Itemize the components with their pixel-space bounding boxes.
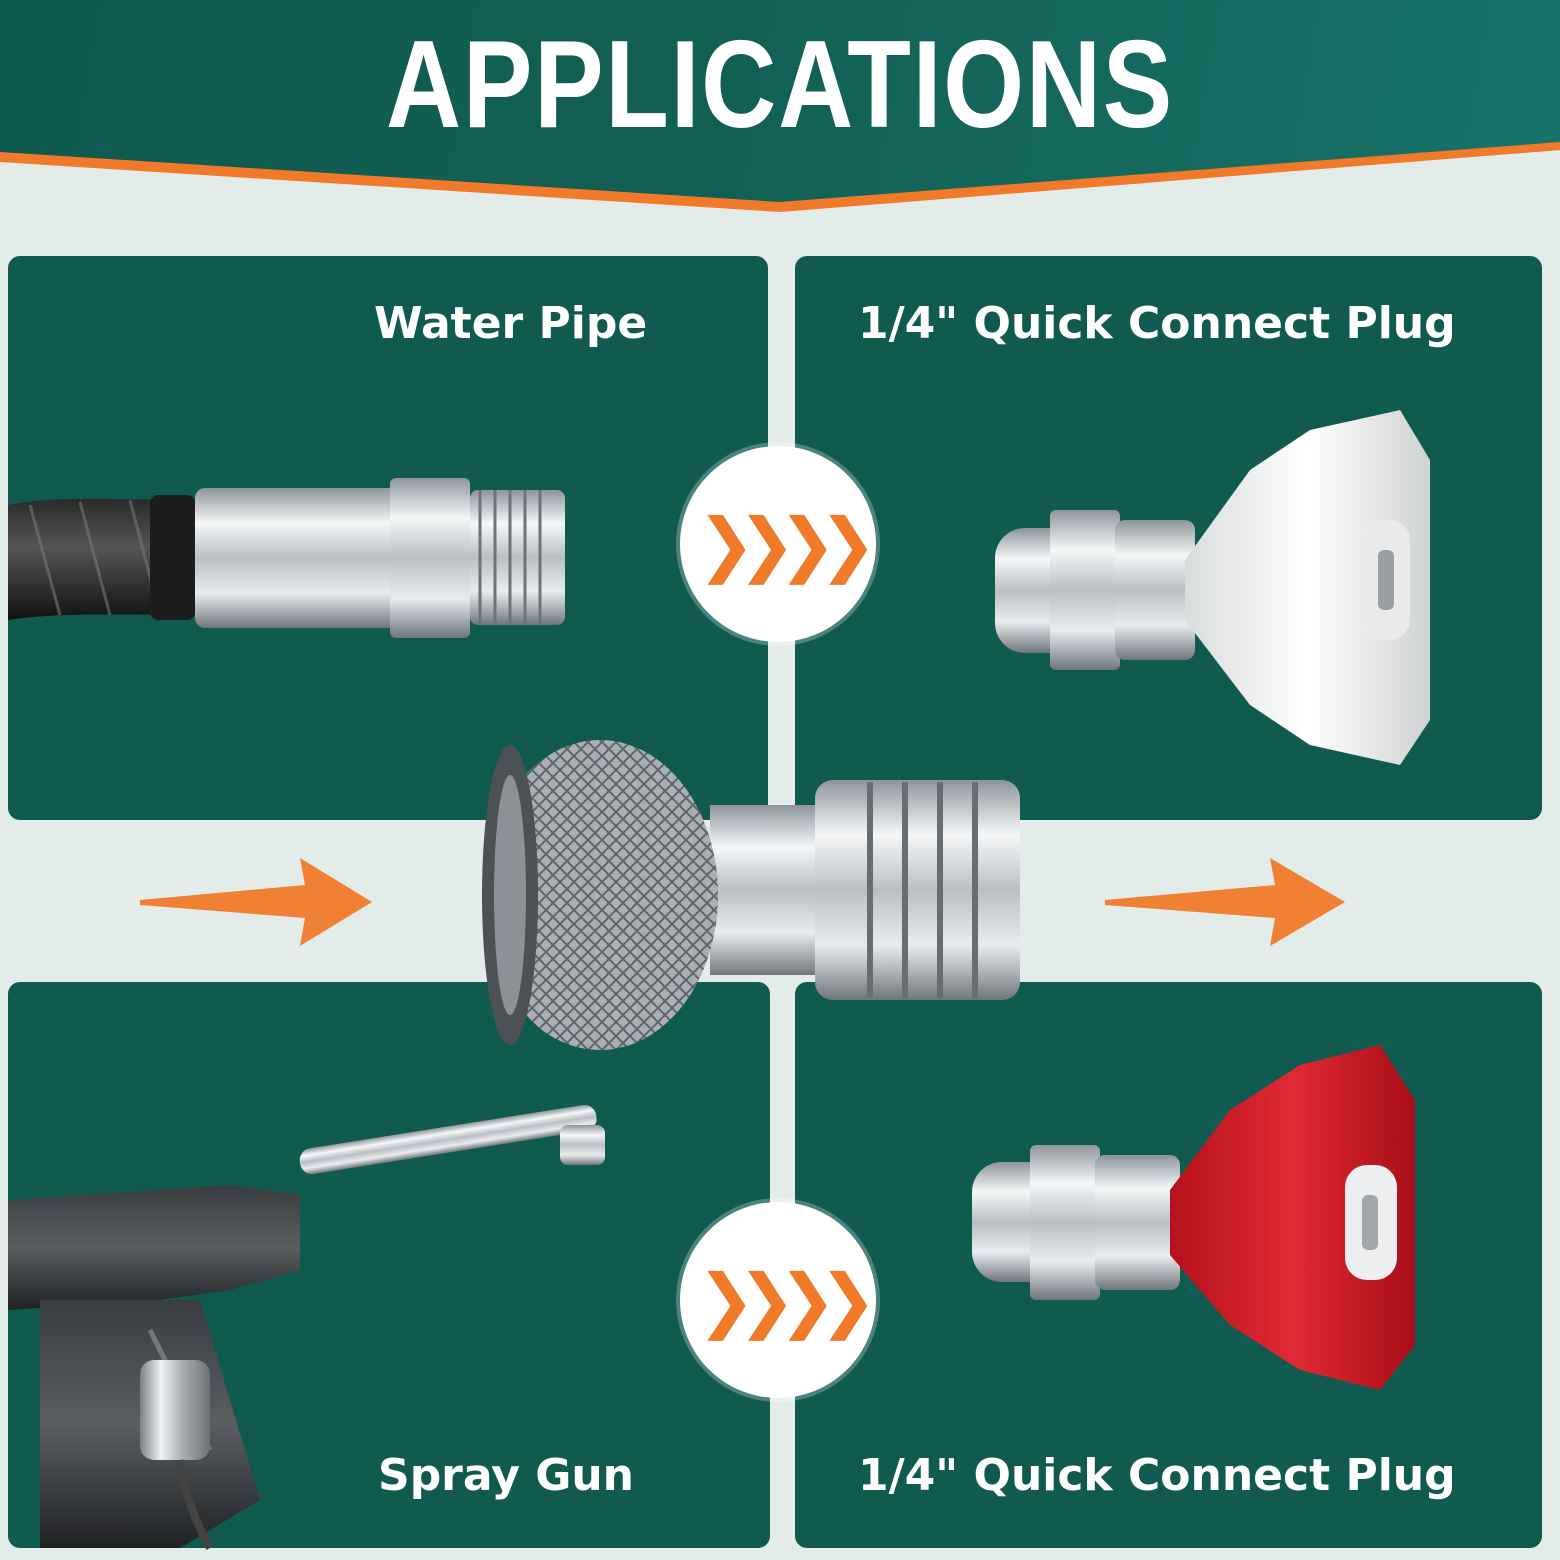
arrow-right-icon bbox=[140, 858, 372, 946]
page-title: APPLICATIONS bbox=[386, 16, 1174, 154]
label-water-pipe: Water Pipe bbox=[374, 298, 648, 349]
chevron-right-icon: ❯❯❯❯ bbox=[696, 503, 878, 585]
spray-gun-image bbox=[8, 1104, 605, 1550]
white-nozzle-image bbox=[995, 410, 1430, 765]
arrow-right-icon bbox=[1105, 858, 1345, 946]
chevron-badge-top: ❯❯❯❯ bbox=[680, 446, 878, 642]
water-pipe-image bbox=[8, 478, 565, 638]
red-nozzle-image bbox=[972, 1045, 1415, 1390]
chevron-badge-bottom: ❯❯❯❯ bbox=[680, 1202, 878, 1398]
adapter-image bbox=[482, 740, 1020, 1050]
label-quick-connect-plug-top: 1/4" Quick Connect Plug bbox=[858, 298, 1456, 349]
label-quick-connect-plug-bottom: 1/4" Quick Connect Plug bbox=[858, 1450, 1456, 1501]
chevron-right-icon: ❯❯❯❯ bbox=[696, 1259, 878, 1341]
label-spray-gun: Spray Gun bbox=[378, 1450, 634, 1501]
